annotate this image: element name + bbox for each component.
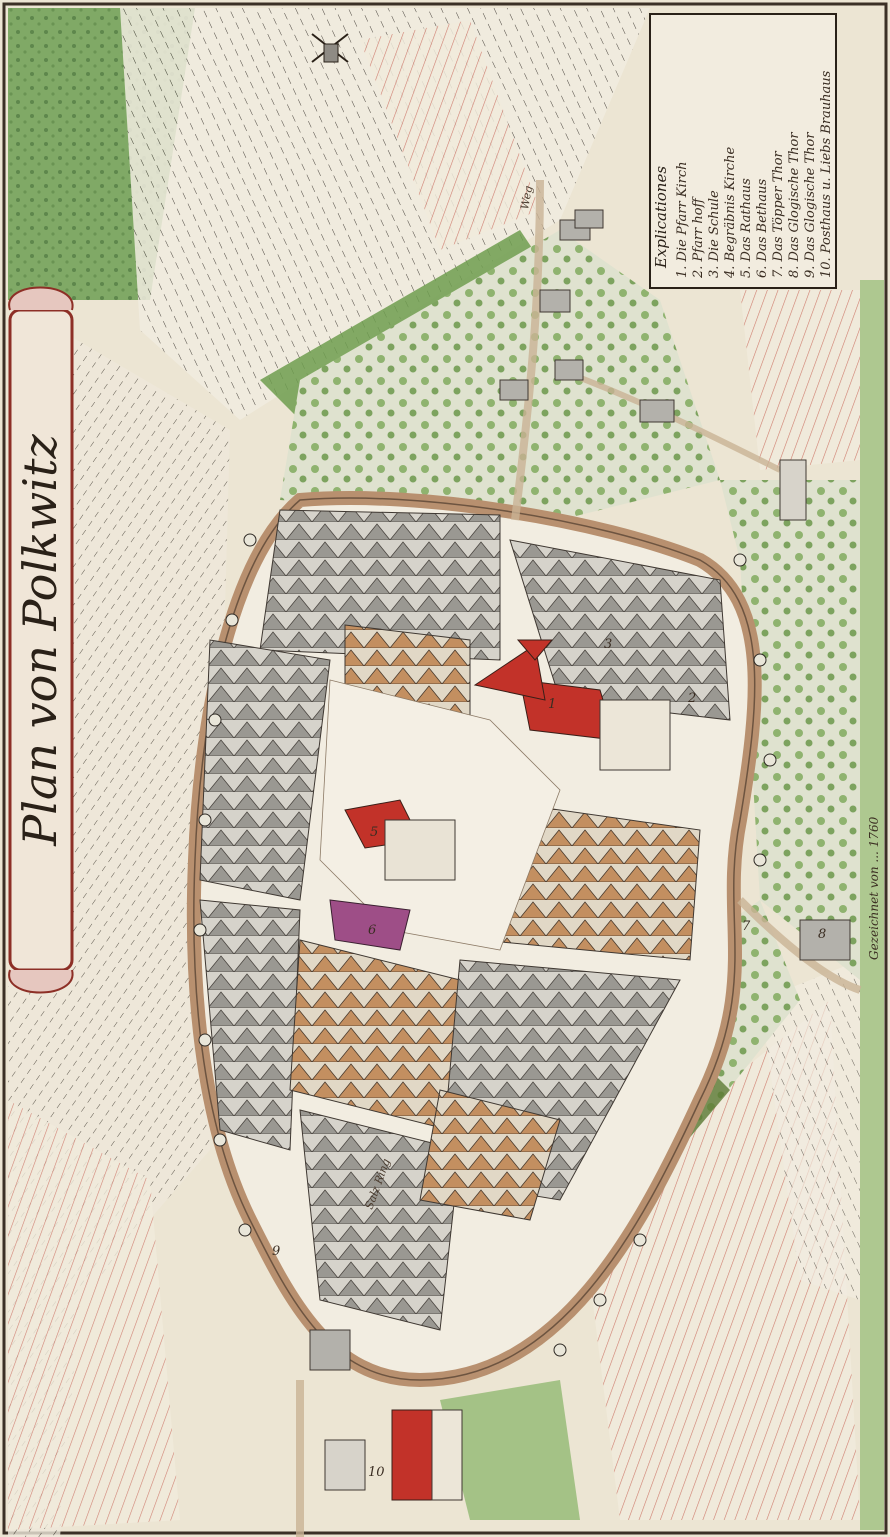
- label-toepper-thor: 7: [742, 919, 751, 934]
- legend-item: 3. Die Schule: [707, 190, 722, 278]
- block-south: [299, 1109, 461, 1331]
- legend-heading: Explicationes: [652, 166, 670, 269]
- bethaus-roof: [329, 899, 411, 951]
- legend-item: 7. Das Töpper Thor: [771, 150, 786, 278]
- orchard-east: [720, 480, 860, 980]
- legend-item: 9. Das Glogische Thor: [803, 132, 818, 278]
- ink-field-bottom-right: [760, 960, 860, 1300]
- church-wall: [599, 699, 671, 771]
- block-north-row: [259, 509, 501, 661]
- green-meadow-bottom: [440, 1380, 580, 1520]
- building-labels: 1 2 3 5 6 7 8 9 10: [272, 637, 826, 1480]
- posthaus-wall: [431, 1409, 463, 1501]
- rathaus-body: [384, 819, 456, 881]
- posthaus-roof: [391, 1409, 433, 1501]
- title-cartouche: Plan von Polkwitz: [8, 286, 74, 994]
- side-note: Gezeichnet von ... 1760: [867, 816, 881, 960]
- label-glogische-thor: 8: [818, 927, 826, 942]
- ink-field-top: [120, 8, 650, 420]
- legend-item: 6. Das Bethaus: [755, 179, 770, 278]
- legend-item: 10. Posthaus u. Liebs Brauhaus: [819, 70, 834, 278]
- market-square: [319, 679, 561, 951]
- label-pfarrkirche: 1: [548, 697, 556, 712]
- block-west2: [199, 899, 301, 1151]
- legend-item: 1. Die Pfarr Kirch: [675, 161, 690, 278]
- legend-item: 4. Begräbnis Kirche: [723, 147, 738, 279]
- label-posthaus: 10: [368, 1465, 385, 1480]
- green-strip-right: [860, 280, 884, 1530]
- church-roof-2: [473, 644, 546, 701]
- red-field-left-bottom: [8, 1100, 180, 1530]
- suburb-houses-south: [309, 919, 851, 1491]
- legend-item: 8. Das Glogische Thor: [787, 132, 802, 278]
- road-north: [511, 179, 544, 521]
- label-schule: 3: [604, 637, 612, 652]
- street-label-road: Weg: [518, 185, 535, 211]
- red-field-top: [360, 20, 540, 250]
- label-rathaus: 5: [370, 825, 378, 840]
- suburb-houses-north: [499, 209, 807, 521]
- legend-item: 2. Pfarr hoff: [691, 195, 706, 279]
- block-south-ochre: [419, 1089, 561, 1221]
- map-title: Plan von Polkwitz: [13, 434, 67, 847]
- legend-item: 5. Das Rathaus: [739, 178, 754, 278]
- block-west: [199, 639, 331, 901]
- orchard-north: [280, 230, 720, 520]
- town-wall-inner-line: [193, 497, 756, 1381]
- label-pfarrhoff: 2: [687, 691, 696, 706]
- church-tower-roof: [516, 639, 554, 661]
- label-thor-south: 9: [272, 1244, 280, 1259]
- windmill: [311, 33, 349, 63]
- wall-trees: [193, 533, 777, 1357]
- red-field-right: [740, 290, 860, 470]
- label-bethaus: 6: [368, 923, 376, 938]
